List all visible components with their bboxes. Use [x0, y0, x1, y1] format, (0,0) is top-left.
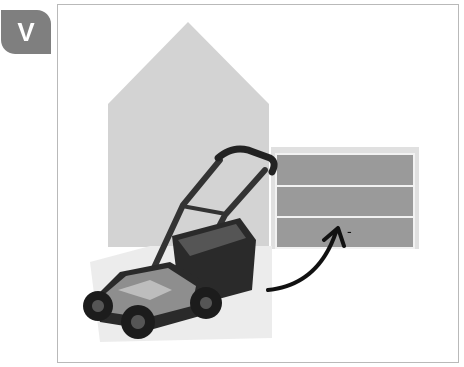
- house-shape: [108, 22, 269, 247]
- minus-label: -: [347, 223, 352, 239]
- storage-rack: [271, 147, 419, 249]
